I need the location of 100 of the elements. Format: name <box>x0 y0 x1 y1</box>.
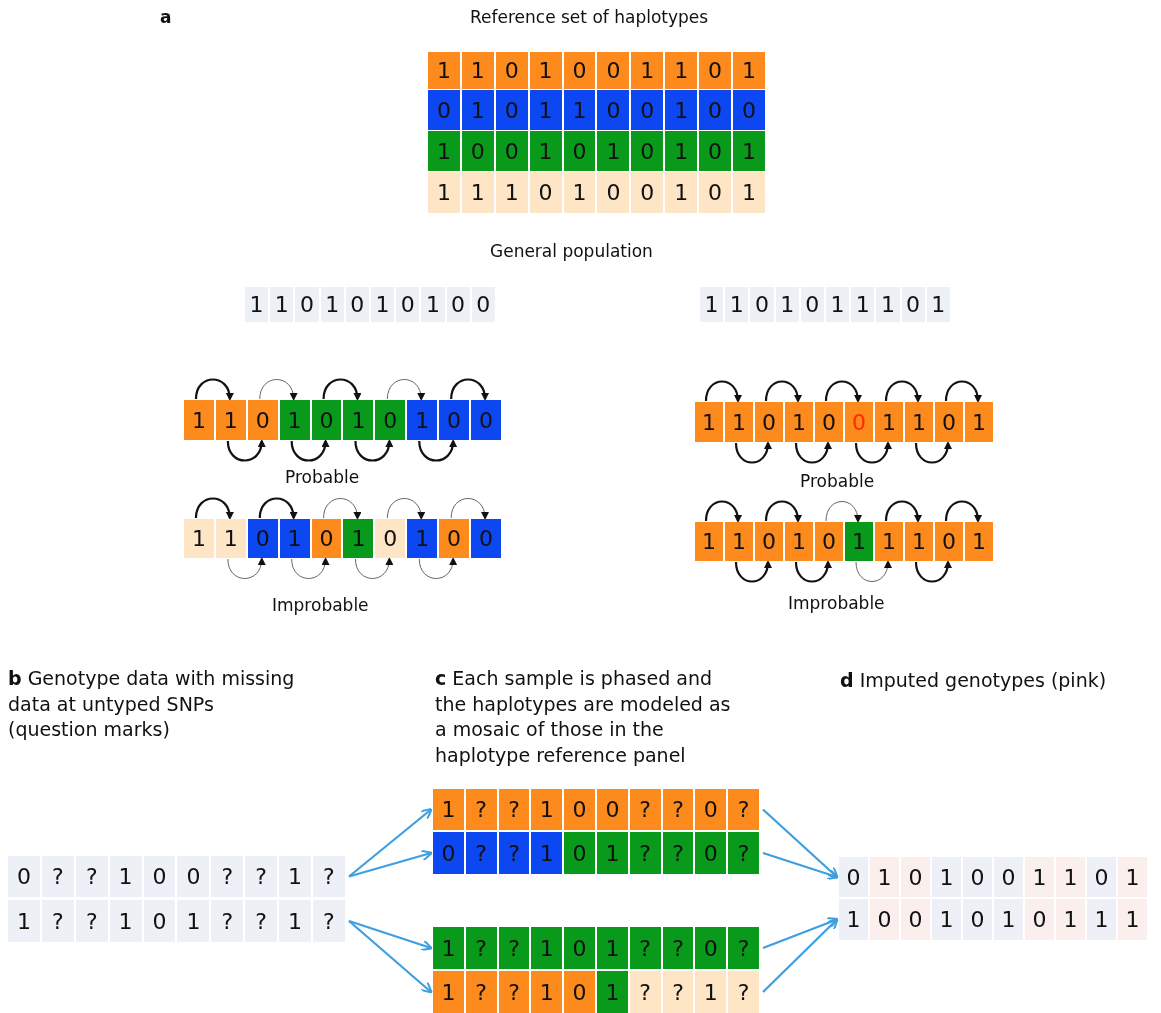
allele-cell: 0 <box>699 131 733 171</box>
allele-cell: ? <box>211 900 246 942</box>
allele-cell: 0 <box>177 856 212 897</box>
allele-cell: 0 <box>143 900 178 942</box>
allele-cell: ? <box>313 900 347 942</box>
allele-cell: 1 <box>665 131 700 171</box>
allele-cell: 0 <box>495 52 530 89</box>
allele-cell: ? <box>728 971 761 1013</box>
allele-cell: 0 <box>935 522 965 561</box>
allele-cell: 1 <box>428 131 462 171</box>
allele-cell: ? <box>245 900 280 942</box>
allele-cell: 0 <box>563 52 598 89</box>
allele-cell: 0 <box>1087 857 1118 897</box>
allele-cell: 0 <box>597 172 632 213</box>
allele-cell: 0 <box>375 400 408 440</box>
allele-cell: 1 <box>529 131 564 171</box>
allele-cell: 0 <box>345 287 371 322</box>
arrow <box>348 920 433 994</box>
allele-cell: ? <box>629 971 663 1013</box>
allele-cell: 0 <box>750 287 776 322</box>
allele-cell: 1 <box>700 287 726 322</box>
allele-cell: 0 <box>311 519 344 558</box>
allele-cell: 0 <box>439 400 471 440</box>
allele-cell: 0 <box>699 52 733 89</box>
allele-cell: 1 <box>875 522 905 561</box>
allele-cell: 0 <box>461 131 496 171</box>
arrow <box>348 919 433 951</box>
arrow <box>762 808 839 879</box>
allele-cell: 1 <box>905 402 935 442</box>
allele-cell: 1 <box>926 287 952 322</box>
arrow <box>348 807 433 878</box>
allele-cell: 1 <box>665 90 700 130</box>
allele-cell: 0 <box>143 856 178 897</box>
allele-cell: 1 <box>1025 857 1056 897</box>
allele-cell: 0 <box>396 287 422 322</box>
allele-cell: 1 <box>597 971 630 1013</box>
allele-cell: ? <box>41 900 76 942</box>
allele-cell: 0 <box>699 172 733 213</box>
genotype-row <box>8 900 347 942</box>
allele-cell: 0 <box>901 899 932 940</box>
allele-cell: 0 <box>375 519 408 558</box>
allele-cell: 1 <box>279 856 313 897</box>
row-caption: Probable <box>285 466 360 489</box>
allele-cell: 0 <box>631 131 666 171</box>
allele-cell: 1 <box>994 899 1025 940</box>
allele-cell: 1 <box>529 52 564 89</box>
allele-cell: 1 <box>597 131 632 171</box>
imputed-genotype-row <box>839 857 1149 897</box>
allele-cell: ? <box>313 856 347 897</box>
haplotype-row <box>428 90 767 130</box>
allele-cell: 0 <box>963 857 994 897</box>
allele-cell: 0 <box>564 832 597 874</box>
row-caption: Improbable <box>788 592 885 615</box>
allele-cell: 1 <box>785 522 815 561</box>
allele-cell: 1 <box>965 522 995 561</box>
allele-cell: 0 <box>597 789 630 830</box>
arrow <box>348 849 433 878</box>
allele-cell: 1 <box>563 90 598 130</box>
allele-cell: ? <box>728 789 761 830</box>
allele-cell: ? <box>629 927 663 969</box>
haplotype-row <box>695 522 995 561</box>
allele-cell: 0 <box>247 519 280 558</box>
allele-cell: 0 <box>733 90 767 130</box>
allele-cell: 1 <box>407 400 440 440</box>
allele-cell: 0 <box>699 90 733 130</box>
allele-cell: 1 <box>279 519 312 558</box>
allele-cell: 1 <box>184 519 216 558</box>
allele-cell: 0 <box>247 400 280 440</box>
allele-cell: ? <box>75 900 110 942</box>
allele-cell: ? <box>465 927 499 969</box>
allele-cell: 1 <box>597 927 630 969</box>
allele-cell: ? <box>629 832 663 874</box>
figure-heading: Reference set of haplotypes <box>470 6 709 29</box>
allele-cell: 0 <box>529 172 564 213</box>
allele-cell: ? <box>465 789 499 830</box>
allele-cell: ? <box>728 832 761 874</box>
allele-cell: 0 <box>495 90 530 130</box>
allele-cell: 1 <box>109 900 144 942</box>
allele-cell: 1 <box>531 789 565 830</box>
allele-cell: 0 <box>901 857 932 897</box>
allele-cell: 1 <box>245 287 271 322</box>
allele-cell: 0 <box>471 519 503 558</box>
allele-cell: 0 <box>439 519 471 558</box>
allele-cell: 1 <box>695 522 725 561</box>
allele-cell: 0 <box>631 90 666 130</box>
allele-cell: 0 <box>755 522 785 561</box>
allele-cell: 1 <box>8 900 42 942</box>
allele-cell: ? <box>662 927 696 969</box>
allele-cell: 1 <box>279 400 312 440</box>
allele-cell: ? <box>465 832 499 874</box>
allele-cell: 0 <box>597 90 632 130</box>
allele-cell: 1 <box>665 52 700 89</box>
allele-cell: 1 <box>343 400 376 440</box>
allele-cell: 0 <box>815 402 845 442</box>
allele-cell: 1 <box>695 402 725 442</box>
allele-cell: 1 <box>733 52 767 89</box>
allele-cell: 1 <box>109 856 144 897</box>
allele-cell: 1 <box>665 172 700 213</box>
allele-cell: 1 <box>279 900 313 942</box>
allele-cell: ? <box>245 856 280 897</box>
